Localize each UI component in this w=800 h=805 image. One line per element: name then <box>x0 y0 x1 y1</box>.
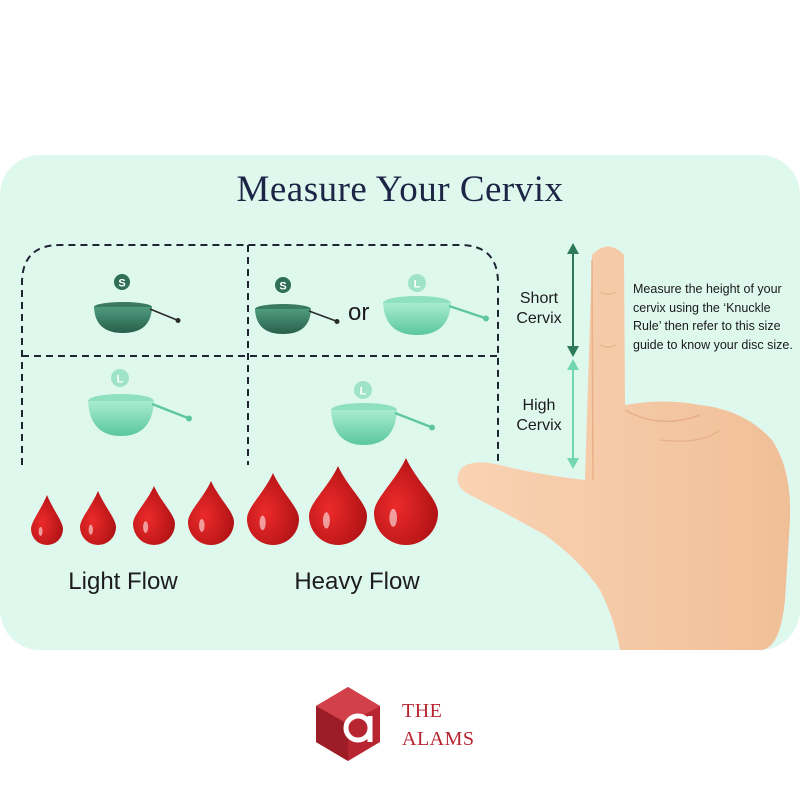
blood-drop-highlight <box>199 519 205 532</box>
blood-drop-icon <box>374 458 438 545</box>
high-cervix-label: High Cervix <box>499 396 579 436</box>
knuckle-rule-instruction: Measure the height of your cervix using … <box>633 282 793 352</box>
disc-small-icon: S <box>94 274 181 333</box>
brand-logo-icon <box>316 687 380 761</box>
blood-drop-highlight <box>88 524 93 535</box>
blood-drop-icon <box>247 473 299 545</box>
logo-line1: THE <box>402 700 443 722</box>
size-grid <box>21 244 499 465</box>
size-badge-s <box>114 274 130 290</box>
disc-large-icon: L <box>383 274 489 335</box>
blood-drop-icon <box>309 466 367 545</box>
short-cervix-label: Short Cervix <box>499 289 579 329</box>
size-badge-l <box>111 369 129 387</box>
light-flow-label: Light Flow <box>68 568 178 595</box>
blood-drop-highlight <box>38 526 43 536</box>
or-separator: or <box>348 299 370 326</box>
svg-text:L: L <box>414 279 421 291</box>
page-title: Measure Your Cervix <box>236 169 564 210</box>
heavy-flow-label: Heavy Flow <box>294 568 420 595</box>
high-cervix-arrow <box>567 359 579 469</box>
blood-drop-highlight <box>259 515 266 531</box>
blood-drop-highlight <box>143 521 149 534</box>
hand-icon <box>457 246 791 650</box>
svg-text:S: S <box>279 281 286 293</box>
svg-text:L: L <box>117 374 124 386</box>
blood-drop-highlight <box>389 508 398 527</box>
short-cervix-line2: Cervix <box>516 310 562 327</box>
size-badge-s <box>275 277 291 293</box>
logo-line2: ALAMS <box>402 728 475 750</box>
disc-large-icon: L <box>331 381 435 445</box>
high-cervix-line2: Cervix <box>516 417 562 434</box>
disc-large-icon: L <box>88 369 192 436</box>
short-cervix-line1: Short <box>519 290 559 307</box>
size-badge-l <box>408 274 426 292</box>
flow-drops <box>31 458 438 545</box>
svg-text:S: S <box>118 278 125 290</box>
blood-drop-highlight <box>322 512 330 529</box>
high-cervix-line1: High <box>522 397 556 414</box>
short-cervix-arrow <box>567 243 579 357</box>
disc-small-icon: S <box>255 277 340 334</box>
size-badge-l <box>354 381 372 399</box>
svg-text:L: L <box>360 386 367 398</box>
